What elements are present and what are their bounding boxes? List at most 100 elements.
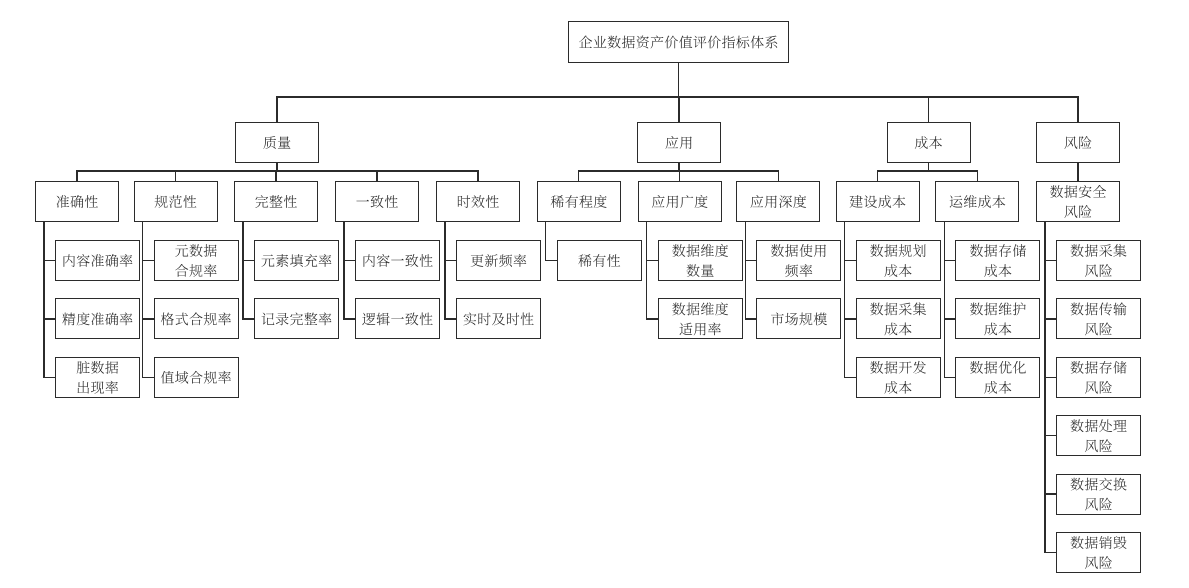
connector-line [545, 222, 547, 261]
node-label: 应用 [638, 133, 720, 153]
connector-line [376, 171, 378, 181]
node-label: 成本 [888, 133, 970, 153]
connector-line [943, 318, 957, 320]
connector-line [1044, 222, 1046, 553]
connector-line [76, 170, 479, 172]
node-data-exchange-risk: 数据交换风险 [1056, 473, 1141, 515]
node-label: 数据使用频率 [757, 241, 840, 281]
node-update-frequency: 更新频率 [456, 240, 541, 281]
connector-line [927, 97, 930, 122]
node-label: 数据采集风险 [1057, 241, 1140, 281]
connector-line [1077, 97, 1079, 122]
node-label: 数据维度数量 [659, 241, 742, 281]
node-cost: 成本 [886, 122, 971, 163]
connector-line [1044, 259, 1057, 262]
connector-line [43, 376, 56, 378]
connector-line [679, 171, 681, 181]
node-label: 应用广度 [639, 192, 721, 212]
connector-line [678, 97, 680, 122]
node-metadata-compliance-rate: 元数据合规率 [153, 240, 239, 281]
node-label: 质量 [236, 133, 318, 153]
connector-line [876, 171, 879, 181]
node-label: 数据存储风险 [1057, 357, 1140, 397]
node-label: 稀有性 [558, 251, 641, 271]
node-label: 数据传输风险 [1057, 299, 1140, 339]
connector-line [646, 222, 648, 319]
connector-line [943, 259, 957, 262]
node-label: 风险 [1037, 133, 1119, 153]
node-data-optimization-cost: 数据优化成本 [955, 356, 1041, 398]
node-label: 稀有程度 [538, 192, 620, 212]
node-label: 精度准确率 [56, 309, 139, 329]
node-standardization: 规范性 [133, 181, 218, 222]
connector-line [444, 259, 457, 262]
connector-line [876, 170, 979, 172]
connector-line [646, 259, 659, 262]
connector-line [545, 259, 558, 262]
node-label: 脏数据出现率 [56, 357, 139, 397]
node-label: 应用深度 [737, 192, 819, 212]
connector-line [343, 222, 345, 319]
node-label: 数据销毁风险 [1057, 533, 1140, 573]
node-label: 数据交换风险 [1057, 474, 1140, 514]
node-application: 应用 [637, 122, 721, 163]
node-rarity: 稀有性 [556, 240, 642, 281]
node-data-development-cost: 数据开发成本 [855, 356, 941, 398]
node-label: 内容一致性 [356, 251, 439, 271]
node-label: 市场规模 [757, 309, 840, 329]
connector-line [141, 318, 155, 320]
node-label: 格式合规率 [155, 309, 238, 329]
connector-line [1044, 318, 1057, 320]
node-element-fill-rate: 元素填充率 [254, 240, 339, 281]
connector-line [744, 318, 757, 320]
node-label: 元数据合规率 [155, 241, 238, 281]
connector-line [242, 259, 255, 262]
connector-line [943, 222, 946, 378]
node-operation-maintenance-cost: 运维成本 [935, 181, 1020, 222]
node-label: 逻辑一致性 [356, 309, 439, 329]
node-label: 数据安全风险 [1037, 182, 1119, 222]
node-consistency: 一致性 [335, 181, 419, 222]
node-label: 建设成本 [837, 192, 919, 212]
connector-line [343, 318, 356, 320]
connector-line [578, 171, 580, 181]
node-data-transmission-risk: 数据传输风险 [1056, 298, 1141, 340]
connector-line [843, 259, 857, 262]
connector-line [1044, 551, 1057, 554]
connector-line [141, 376, 155, 378]
node-content-accuracy-rate: 内容准确率 [55, 240, 140, 281]
node-format-compliance-rate: 格式合规率 [153, 298, 239, 340]
connector-line [275, 171, 277, 181]
node-application-depth: 应用深度 [736, 181, 821, 222]
connector-line [444, 318, 457, 320]
connector-line [843, 222, 846, 378]
connector-line [678, 163, 680, 171]
connector-line [76, 171, 78, 181]
connector-line [843, 318, 857, 320]
connector-line [43, 222, 45, 378]
node-timeliness: 时效性 [436, 181, 520, 222]
node-data-dimension-count: 数据维度数量 [657, 240, 743, 281]
node-risk: 风险 [1036, 122, 1120, 163]
node-rarity-degree: 稀有程度 [536, 181, 621, 222]
node-logical-consistency: 逻辑一致性 [355, 298, 440, 340]
connector-line [43, 318, 56, 320]
connector-line [343, 259, 356, 262]
node-data-collection-cost: 数据采集成本 [855, 298, 941, 340]
node-precision-accuracy-rate: 精度准确率 [55, 298, 140, 340]
node-data-destruction-risk: 数据销毁风险 [1056, 532, 1141, 573]
connector-line [477, 171, 479, 181]
node-accuracy: 准确性 [35, 181, 119, 222]
node-label: 数据维度适用率 [659, 299, 742, 339]
node-label: 实时及时性 [457, 309, 540, 329]
connector-line [744, 259, 757, 262]
node-label: 元素填充率 [255, 251, 338, 271]
node-label: 值域合规率 [155, 367, 238, 387]
node-application-breadth: 应用广度 [637, 181, 722, 222]
node-realtime-timeliness: 实时及时性 [456, 298, 541, 340]
connector-line [242, 222, 244, 319]
node-label: 数据优化成本 [956, 357, 1039, 397]
node-data-usage-frequency: 数据使用频率 [756, 240, 842, 281]
node-label: 数据维护成本 [956, 299, 1039, 339]
